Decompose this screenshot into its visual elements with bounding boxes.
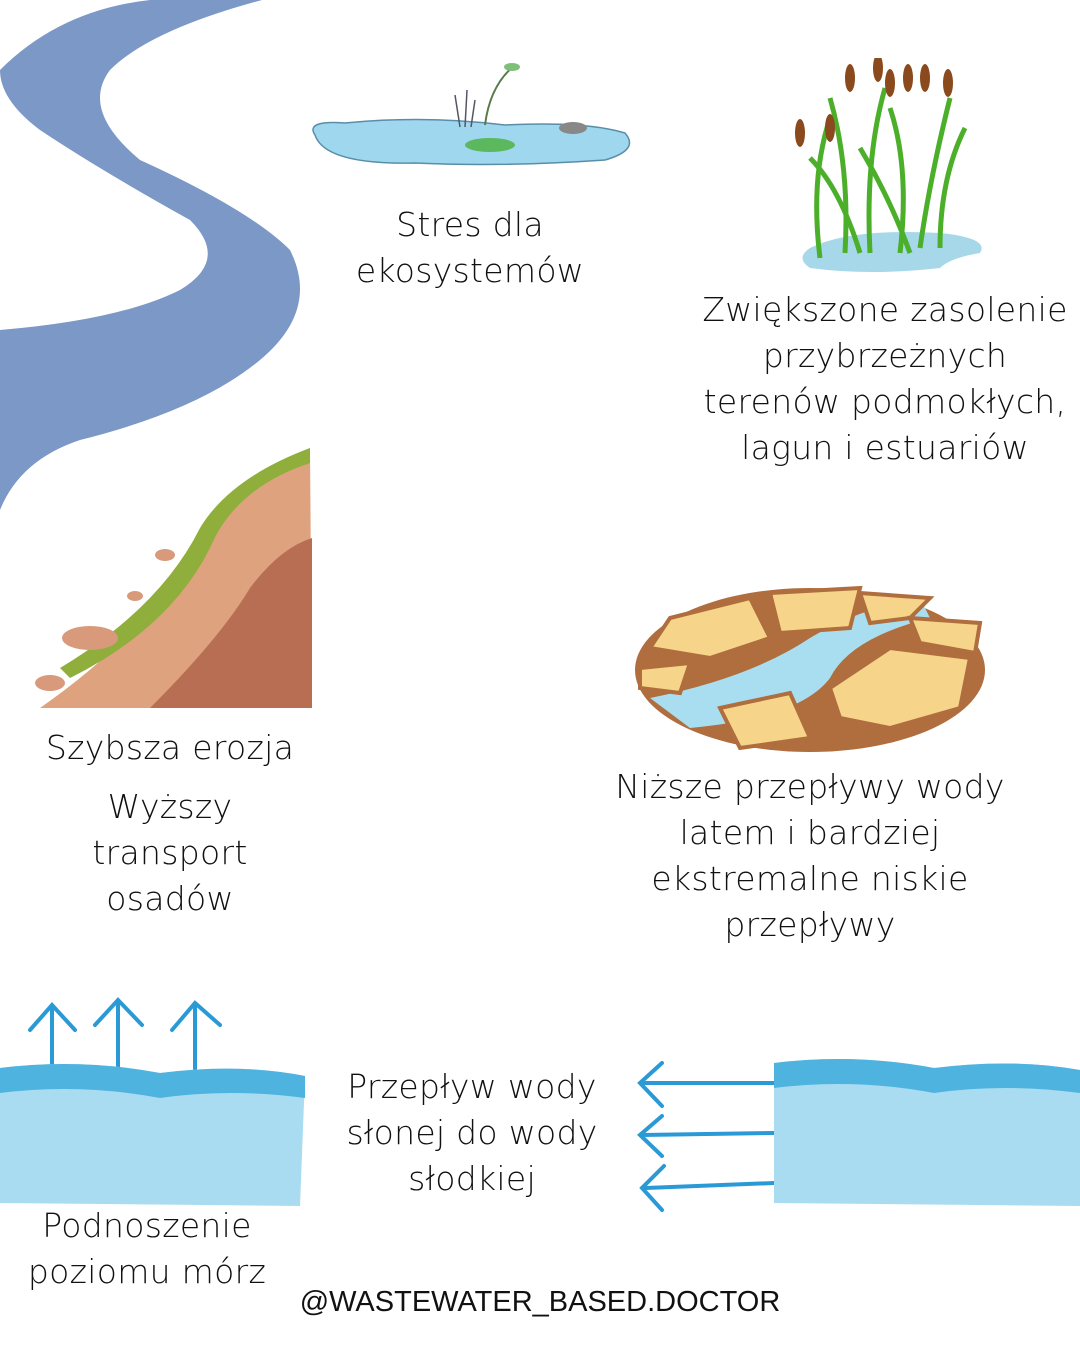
caption-sediment: Wyższy transport osadów [20,784,320,922]
caption-saltwater-intrusion: Przepływ wody słonej do wody słodkiej [322,1064,622,1202]
caption-line: poziomu mórz [27,1252,267,1291]
caption-line: transport [92,833,248,872]
caption-line: latem i bardziej [679,813,941,852]
reeds-illustration [795,58,982,272]
caption-ecosystem-stress: Stres dla ekosystemów [320,202,620,294]
caption-sea-level: Podnoszenie poziomu mórz [0,1203,294,1295]
caption-line: Niższe przepływy wody [615,767,1005,806]
cracked-earth-illustration [635,585,985,752]
caption-line: Wyższy [107,787,233,826]
caption-line: terenów podmokłych, [703,382,1067,421]
caption-line: przybrzeżnych [762,336,1008,375]
caption-line: ekosystemów [355,251,585,290]
caption-salinity: Zwiększone zasolenie przybrzeżnych teren… [685,287,1080,471]
sea-water-left-illustration [0,1064,305,1206]
caption-line: słodkiej [408,1159,536,1198]
caption-erosion: Szybsza erozja [20,725,320,771]
footer-handle: @WASTEWATER_BASED.DOCTOR [299,1286,781,1318]
caption-line: Podnoszenie [42,1206,252,1245]
caption-line: ekstremalne niskie [651,859,969,898]
caption-low-flows: Niższe przepływy wody latem i bardziej e… [600,764,1020,948]
rising-arrows-icon [28,997,222,1082]
pond-illustration [312,63,631,166]
caption-line: osadów [106,879,234,918]
caption-line: Stres dla [396,205,544,244]
caption-line: lagun i estuariów [741,428,1029,467]
caption-line: słonej do wody [346,1113,598,1152]
erosion-hill-illustration [35,448,312,708]
caption-line: przepływy [724,905,896,944]
caption-line: Przepływ wody [347,1067,597,1106]
river-illustration [0,0,300,510]
intrusion-arrows-icon [637,1061,776,1212]
caption-line: Zwiększone zasolenie [702,290,1068,329]
caption-line: Szybsza erozja [45,728,295,767]
sea-water-right-illustration [774,1059,1080,1206]
